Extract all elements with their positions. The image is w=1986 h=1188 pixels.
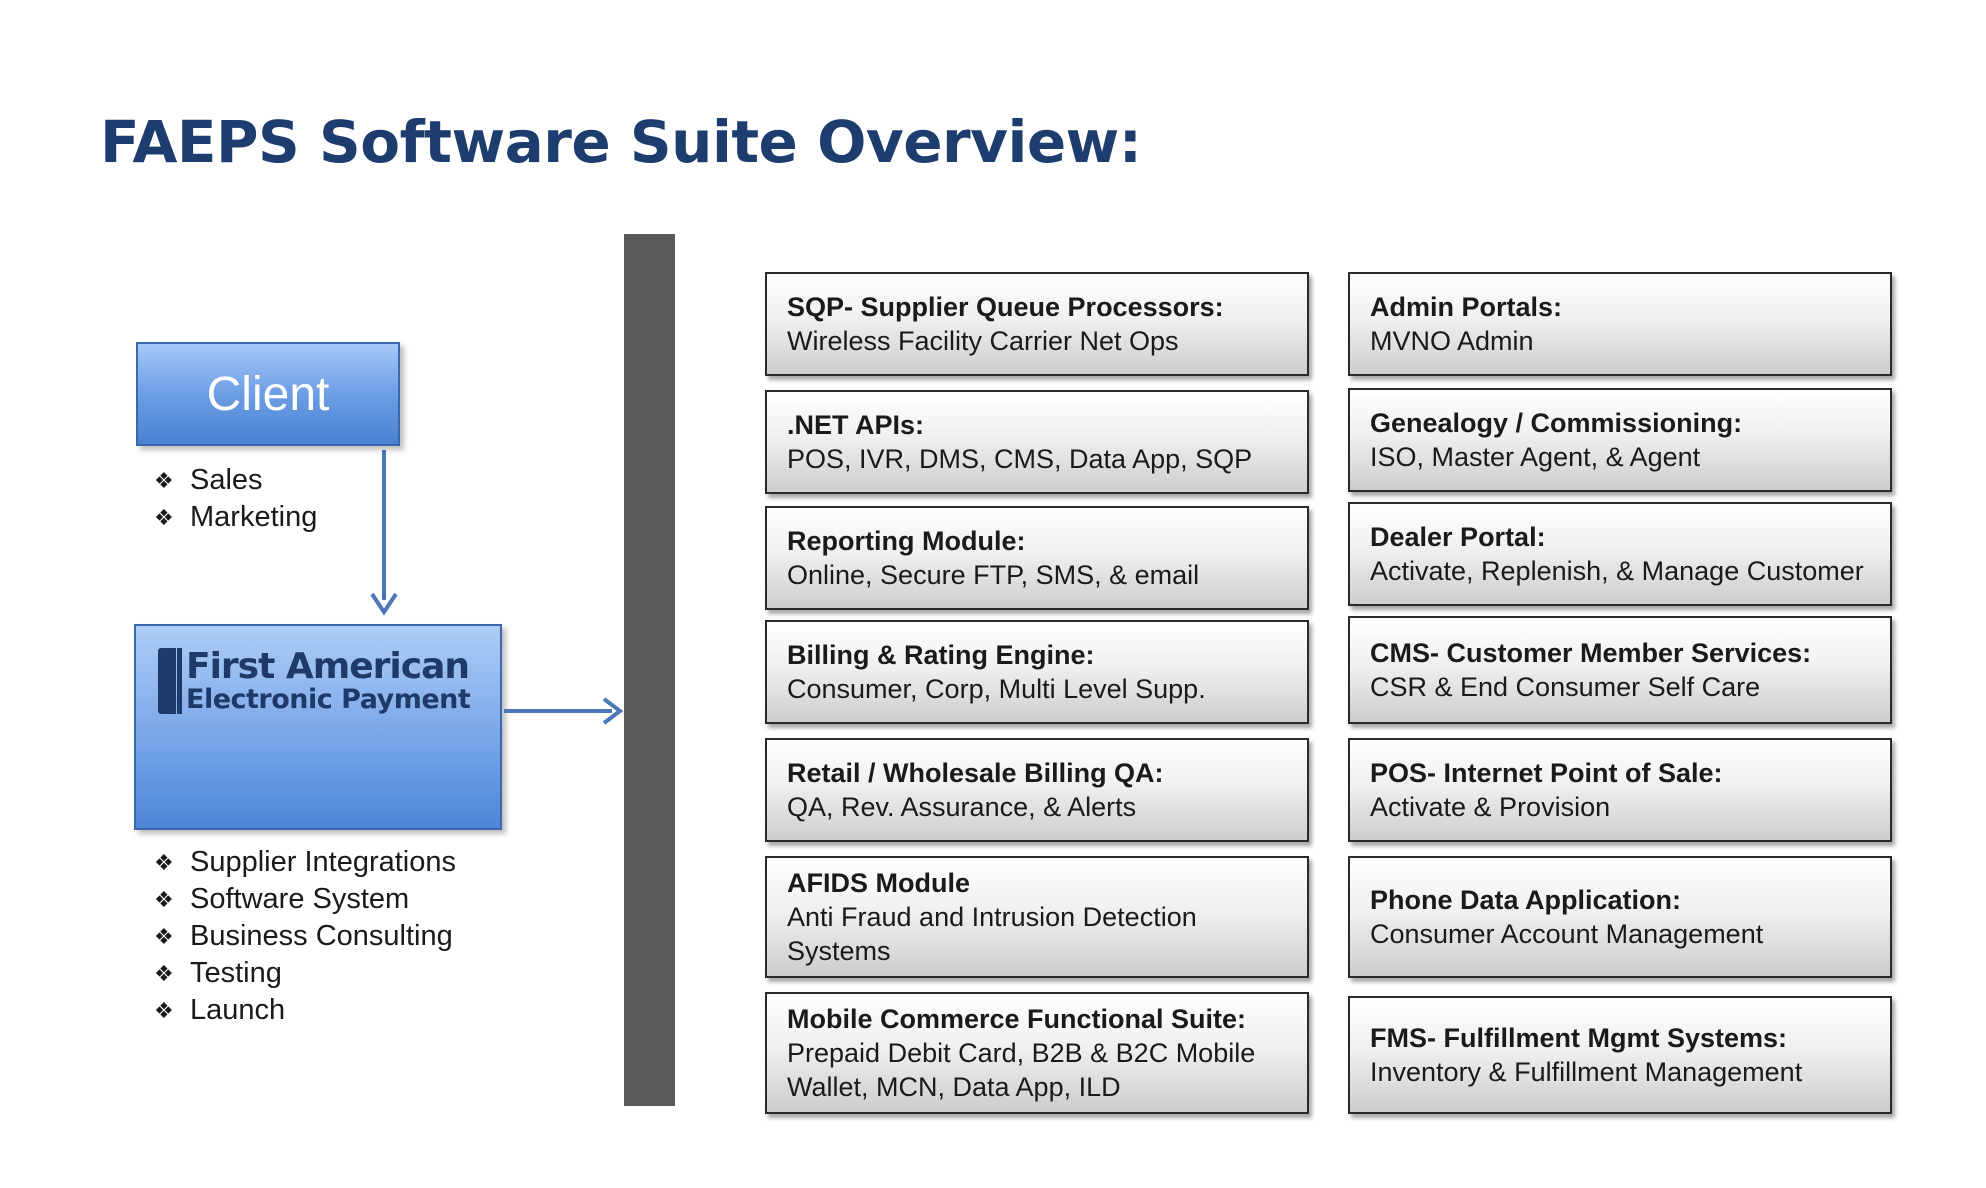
module-genealogy: Genealogy / Commissioning: ISO, Master A… bbox=[1348, 388, 1892, 492]
diamond-bullet-icon: ❖ bbox=[154, 961, 174, 986]
module-title: Billing & Rating Engine: bbox=[787, 640, 1095, 670]
module-dealer-portal: Dealer Portal: Activate, Replenish, & Ma… bbox=[1348, 502, 1892, 606]
list-item: ❖ Sales bbox=[154, 462, 317, 499]
logo-mark-icon bbox=[158, 648, 182, 714]
list-item: ❖ Testing bbox=[154, 955, 456, 992]
module-desc: Consumer, Corp, Multi Level Supp. bbox=[787, 674, 1206, 704]
module-title: Retail / Wholesale Billing QA: bbox=[787, 758, 1164, 788]
bullet-text: Business Consulting bbox=[190, 920, 453, 952]
list-item: ❖ Marketing bbox=[154, 499, 317, 536]
module-desc: QA, Rev. Assurance, & Alerts bbox=[787, 792, 1137, 822]
bullet-text: Marketing bbox=[190, 501, 318, 533]
logo-line2: Electronic Payment bbox=[186, 684, 471, 715]
module-phone-data: Phone Data Application: Consumer Account… bbox=[1348, 856, 1892, 978]
bullet-text: Software System bbox=[190, 883, 410, 915]
module-title: Phone Data Application: bbox=[1370, 885, 1682, 915]
list-item: ❖ Software System bbox=[154, 881, 456, 918]
module-title: FMS- Fulfillment Mgmt Systems: bbox=[1370, 1023, 1788, 1053]
module-admin-portals: Admin Portals: MVNO Admin bbox=[1348, 272, 1892, 376]
list-item: ❖ Launch bbox=[154, 992, 456, 1029]
module-title: Mobile Commerce Functional Suite: bbox=[787, 1004, 1247, 1034]
module-pos: POS- Internet Point of Sale: Activate & … bbox=[1348, 738, 1892, 842]
module-desc: ISO, Master Agent, & Agent bbox=[1370, 442, 1701, 472]
module-desc: Anti Fraud and Intrusion Detection Syste… bbox=[787, 902, 1197, 966]
module-desc: MVNO Admin bbox=[1370, 326, 1534, 356]
list-item: ❖ Supplier Integrations bbox=[154, 844, 456, 881]
client-bullet-list: ❖ Sales ❖ Marketing bbox=[154, 462, 317, 536]
bullet-text: Launch bbox=[190, 994, 286, 1026]
module-desc: POS, IVR, DMS, CMS, Data App, SQP bbox=[787, 444, 1253, 474]
diamond-bullet-icon: ❖ bbox=[154, 887, 174, 912]
company-bullet-list: ❖Supplier Integrations ❖Software System … bbox=[154, 844, 456, 1029]
module-desc: Wireless Facility Carrier Net Ops bbox=[787, 326, 1179, 356]
module-billing-rating: Billing & Rating Engine: Consumer, Corp,… bbox=[765, 620, 1309, 724]
diamond-bullet-icon: ❖ bbox=[154, 924, 174, 949]
logo-line1: First American bbox=[186, 646, 470, 687]
page-title: FAEPS Software Suite Overview: bbox=[100, 108, 1142, 176]
module-title: CMS- Customer Member Services: bbox=[1370, 638, 1812, 668]
module-cms: CMS- Customer Member Services: CSR & End… bbox=[1348, 616, 1892, 724]
module-title: Genealogy / Commissioning: bbox=[1370, 408, 1743, 438]
vertical-divider-bar bbox=[624, 234, 675, 1106]
module-title: Reporting Module: bbox=[787, 526, 1026, 556]
module-fms: FMS- Fulfillment Mgmt Systems: Inventory… bbox=[1348, 996, 1892, 1114]
arrow-right-icon bbox=[504, 697, 624, 725]
company-box: First American Electronic Payment bbox=[134, 624, 502, 830]
module-net-apis: .NET APIs: POS, IVR, DMS, CMS, Data App,… bbox=[765, 390, 1309, 494]
diamond-bullet-icon: ❖ bbox=[154, 468, 174, 493]
module-reporting: Reporting Module: Online, Secure FTP, SM… bbox=[765, 506, 1309, 610]
module-desc: Prepaid Debit Card, B2B & B2C Mobile Wal… bbox=[787, 1038, 1256, 1102]
module-afids: AFIDS Module Anti Fraud and Intrusion De… bbox=[765, 856, 1309, 978]
module-desc: CSR & End Consumer Self Care bbox=[1370, 672, 1761, 702]
list-item: ❖ Business Consulting bbox=[154, 918, 456, 955]
bullet-text: Supplier Integrations bbox=[190, 846, 456, 878]
diamond-bullet-icon: ❖ bbox=[154, 505, 174, 530]
module-title: .NET APIs: bbox=[787, 410, 925, 440]
module-mobile-commerce: Mobile Commerce Functional Suite: Prepai… bbox=[765, 992, 1309, 1114]
module-desc: Activate & Provision bbox=[1370, 792, 1611, 822]
diamond-bullet-icon: ❖ bbox=[154, 998, 174, 1023]
module-title: Admin Portals: bbox=[1370, 292, 1563, 322]
client-label: Client bbox=[206, 367, 330, 421]
diamond-bullet-icon: ❖ bbox=[154, 850, 174, 875]
company-logo: First American Electronic Payment bbox=[158, 646, 471, 715]
module-title: Dealer Portal: bbox=[1370, 522, 1546, 552]
module-desc: Online, Secure FTP, SMS, & email bbox=[787, 560, 1200, 590]
arrow-down-icon bbox=[370, 450, 398, 616]
bullet-text: Testing bbox=[190, 957, 282, 989]
module-retail-billing-qa: Retail / Wholesale Billing QA: QA, Rev. … bbox=[765, 738, 1309, 842]
bullet-text: Sales bbox=[190, 464, 263, 496]
module-sqp: SQP- Supplier Queue Processors: Wireless… bbox=[765, 272, 1309, 376]
module-title: POS- Internet Point of Sale: bbox=[1370, 758, 1723, 788]
module-desc: Inventory & Fulfillment Management bbox=[1370, 1057, 1803, 1087]
module-title: AFIDS Module bbox=[787, 868, 970, 898]
module-desc: Consumer Account Management bbox=[1370, 919, 1764, 949]
module-title: SQP- Supplier Queue Processors: bbox=[787, 292, 1224, 322]
client-box: Client bbox=[136, 342, 400, 446]
module-desc: Activate, Replenish, & Manage Customer bbox=[1370, 556, 1864, 586]
